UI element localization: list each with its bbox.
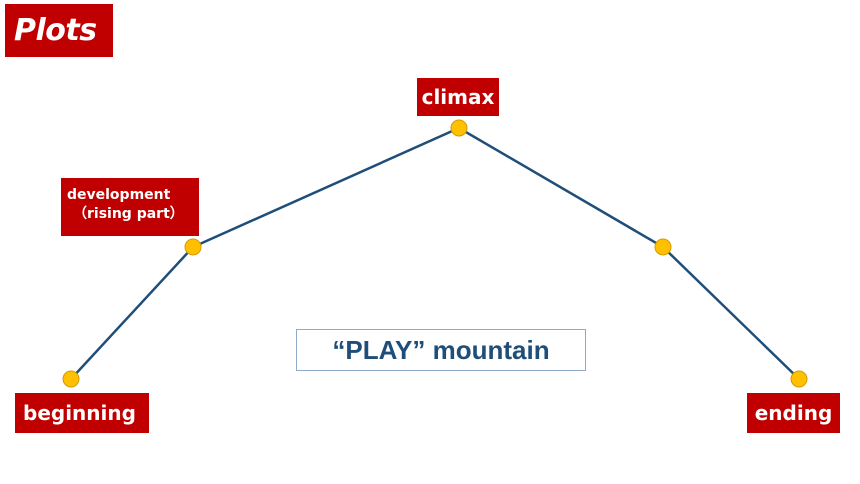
label-beginning: beginning xyxy=(15,393,149,433)
label-development-line2: （rising part） xyxy=(73,206,184,222)
point-climax xyxy=(450,119,468,137)
label-development-line1: development xyxy=(67,187,171,203)
point-ending xyxy=(790,370,808,388)
point-beginning xyxy=(62,370,80,388)
point-falling xyxy=(654,238,672,256)
slide-title: Plots xyxy=(5,4,113,57)
label-development: development （rising part） xyxy=(61,178,199,236)
caption-play-mountain: “PLAY” mountain xyxy=(296,329,586,371)
label-climax: climax xyxy=(417,78,499,116)
label-ending: ending xyxy=(747,393,840,433)
point-development xyxy=(184,238,202,256)
